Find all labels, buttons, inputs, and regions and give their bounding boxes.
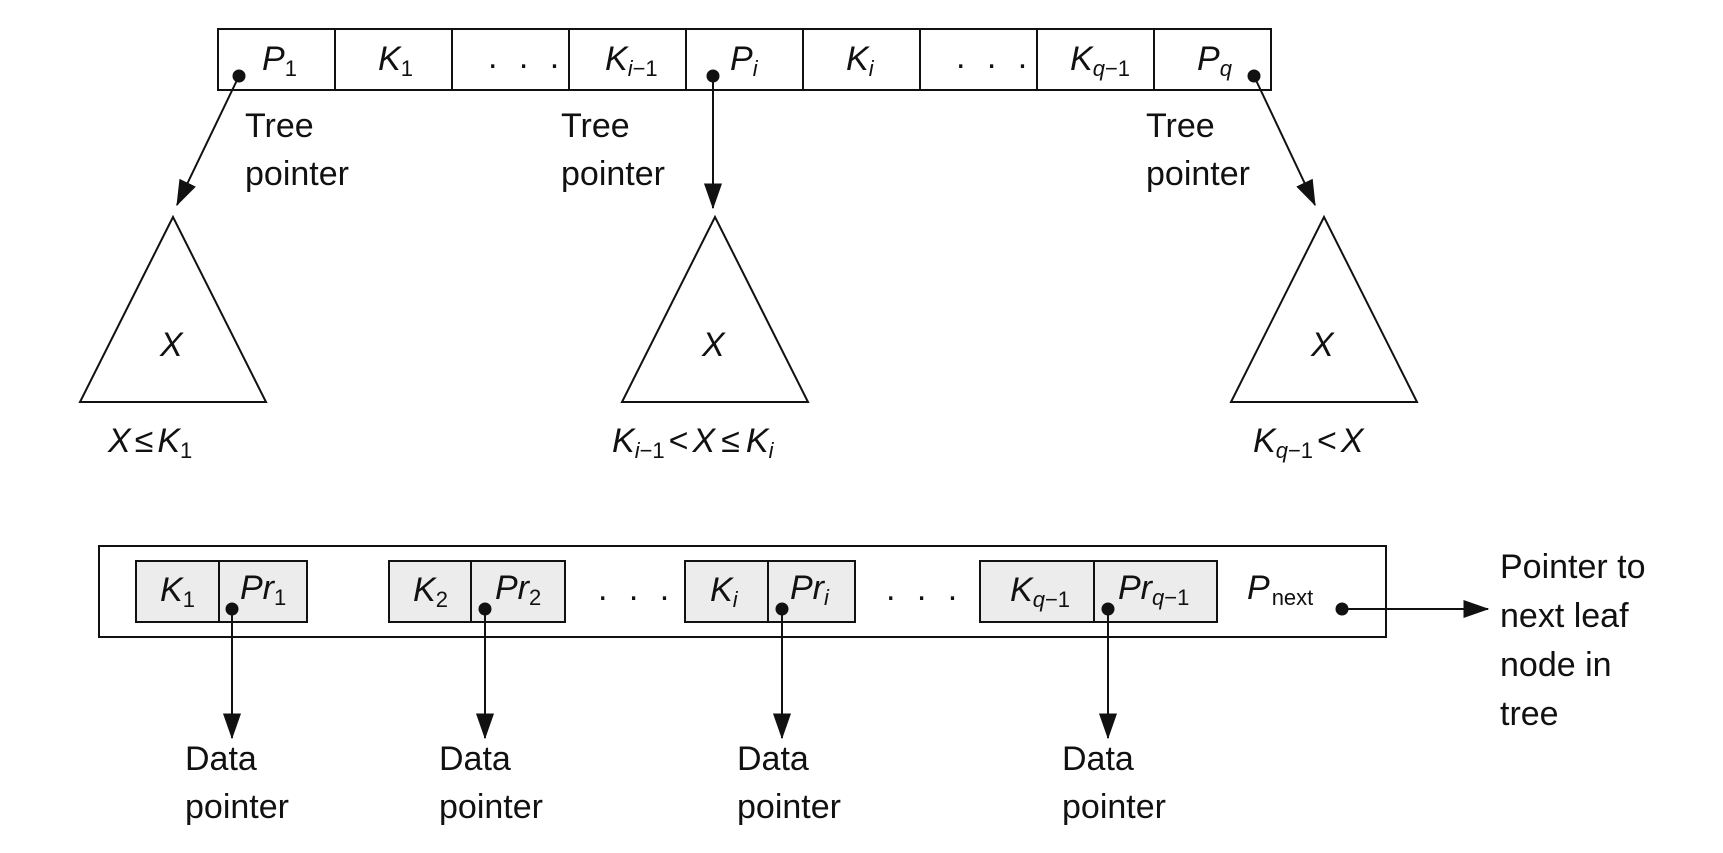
data-pointer-label: Data pointer	[439, 740, 543, 826]
tree-pointer-label-middle: Tree pointer	[561, 107, 665, 193]
subtree-triangle	[620, 214, 810, 403]
record-pointer-pr1: Pr1	[240, 569, 286, 610]
subtree-middle: X	[620, 214, 810, 403]
key-ki: Ki	[710, 571, 739, 612]
subtree-x-label: X	[701, 326, 726, 364]
record-pointer-pr-q-minus-1: Prq−1	[1118, 569, 1189, 610]
subtree-triangle	[78, 214, 268, 403]
key-cell-k-q-minus-1	[979, 560, 1095, 623]
leaf-node: K1 Pr1 K2 Pr2 . . . Ki Pri . . . Kq−1	[98, 545, 1387, 638]
data-pointer-label: Data pointer	[185, 740, 289, 826]
ellipsis: . . .	[956, 38, 1033, 76]
key-k-q-minus-1: Kq−1	[1010, 571, 1070, 612]
tree-pointer-arrow-right	[1253, 75, 1316, 207]
cell-pi: Pi	[730, 40, 759, 81]
condition-right: Kq−1<X	[1253, 422, 1365, 463]
subtree-left: X	[78, 214, 268, 403]
cell-k1: K1	[378, 40, 413, 81]
cell-k-q-minus-1: Kq−1	[1070, 40, 1130, 81]
cell-k-i-minus-1: Ki−1	[605, 40, 658, 81]
internal-node: P1 K1 . . . Ki−1 Pi Ki . . . Kq−1 Pq	[217, 28, 1272, 91]
key-k1: K1	[160, 571, 195, 612]
p-next-label: Pnext	[1247, 569, 1313, 610]
data-pointer-label: Data pointer	[1062, 740, 1166, 826]
data-pointer-label: Data pointer	[737, 740, 841, 826]
key-k2: K2	[413, 571, 448, 612]
next-leaf-label: Pointer to next leaf node in tree	[1500, 548, 1655, 733]
subtree-x-label: X	[159, 326, 184, 364]
tree-pointer-label-left: Tree pointer	[245, 107, 349, 193]
ellipsis: . . .	[488, 38, 565, 76]
key-cell-k2	[388, 560, 472, 623]
internal-node-frame	[217, 28, 1272, 91]
subtree-triangle	[1229, 214, 1419, 403]
record-pointer-cell-pr-q-minus-1	[1093, 560, 1218, 623]
record-pointer-pr2: Pr2	[495, 569, 541, 610]
cell-p1: P1	[262, 40, 297, 81]
cell-ki: Ki	[846, 40, 875, 81]
key-cell-ki	[684, 560, 769, 623]
ellipsis: . . .	[886, 570, 963, 608]
tree-pointer-label-right: Tree pointer	[1146, 107, 1250, 193]
condition-left: X ≤ K1	[107, 422, 192, 463]
condition-middle: Ki−1<X≤Ki	[612, 422, 775, 463]
key-cell-k1	[135, 560, 220, 623]
cell-pq: Pq	[1197, 40, 1233, 81]
tree-pointer-arrow-left	[176, 75, 240, 207]
subtree-right: X	[1229, 214, 1419, 403]
subtree-x-label: X	[1310, 326, 1335, 364]
record-pointer-pri: Pri	[790, 569, 830, 610]
ellipsis: . . .	[598, 570, 675, 608]
